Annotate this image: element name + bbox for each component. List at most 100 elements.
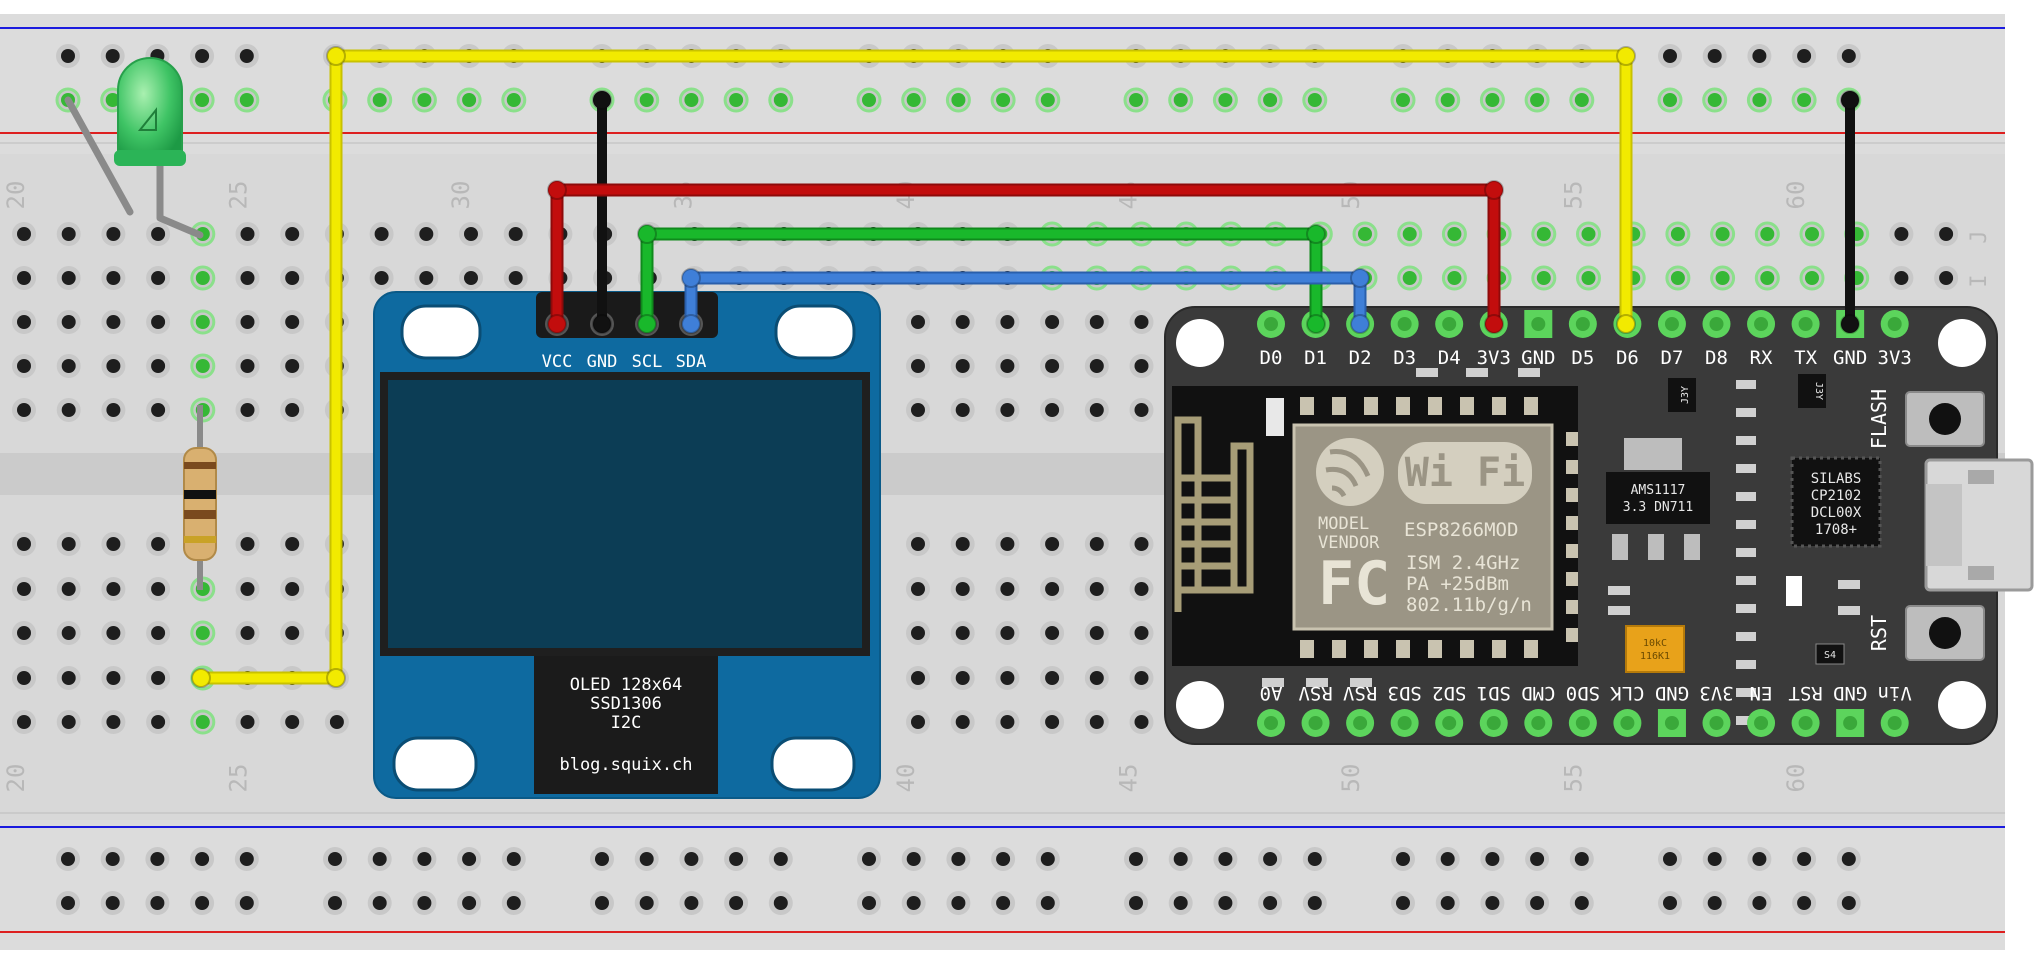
breadboard-hole[interactable] (1045, 403, 1060, 417)
breadboard-hole[interactable] (17, 671, 31, 685)
nodemcu-pin[interactable] (1308, 716, 1323, 730)
breadboard-hole[interactable] (1000, 315, 1015, 329)
nodemcu-pin[interactable] (1486, 716, 1501, 730)
wire-endpoint[interactable] (1840, 314, 1860, 334)
breadboard-hole[interactable] (955, 626, 970, 640)
breadboard-hole[interactable] (17, 715, 31, 729)
nodemcu-pin[interactable] (1531, 317, 1546, 331)
breadboard-hole[interactable] (1805, 227, 1819, 241)
breadboard-hole[interactable] (106, 315, 121, 329)
breadboard-hole[interactable] (1263, 852, 1278, 866)
breadboard-hole[interactable] (508, 271, 523, 285)
breadboard-hole[interactable] (1218, 896, 1233, 910)
wire-endpoint[interactable] (326, 46, 346, 66)
nodemcu-pin[interactable] (1798, 317, 1813, 331)
wire-endpoint[interactable] (1484, 314, 1504, 334)
breadboard-hole[interactable] (1045, 582, 1060, 596)
breadboard-hole[interactable] (1530, 896, 1545, 910)
breadboard-hole[interactable] (1045, 315, 1060, 329)
breadboard-hole[interactable] (240, 537, 255, 551)
nodemcu-pin[interactable] (1709, 716, 1724, 730)
breadboard-hole[interactable] (684, 896, 699, 910)
nodemcu-pin[interactable] (1620, 716, 1635, 730)
breadboard-hole[interactable] (906, 896, 921, 910)
wire-endpoint[interactable] (592, 90, 612, 110)
breadboard-hole[interactable] (151, 227, 166, 241)
breadboard-hole[interactable] (906, 93, 921, 107)
breadboard-hole[interactable] (1218, 93, 1233, 107)
breadboard-hole[interactable] (1939, 271, 1954, 285)
breadboard-hole[interactable] (195, 93, 210, 107)
breadboard-hole[interactable] (17, 537, 31, 551)
nodemcu-pin[interactable] (1575, 317, 1590, 331)
breadboard-hole[interactable] (639, 852, 654, 866)
breadboard-hole[interactable] (17, 271, 31, 285)
breadboard-hole[interactable] (17, 359, 31, 373)
breadboard-hole[interactable] (105, 896, 120, 910)
breadboard-hole[interactable] (1089, 671, 1104, 685)
breadboard-hole[interactable] (1670, 227, 1685, 241)
breadboard-hole[interactable] (106, 271, 121, 285)
breadboard-hole[interactable] (61, 896, 75, 910)
breadboard-hole[interactable] (1707, 93, 1722, 107)
breadboard-hole[interactable] (1574, 93, 1589, 107)
breadboard-hole[interactable] (61, 671, 76, 685)
breadboard-hole[interactable] (285, 582, 300, 596)
breadboard-hole[interactable] (1134, 626, 1149, 640)
breadboard-hole[interactable] (595, 852, 609, 866)
nodemcu-pin[interactable] (1709, 317, 1724, 331)
breadboard-hole[interactable] (1089, 626, 1104, 640)
breadboard-hole[interactable] (1129, 852, 1143, 866)
breadboard-hole[interactable] (285, 715, 300, 729)
breadboard-hole[interactable] (61, 49, 75, 63)
breadboard-hole[interactable] (1797, 93, 1812, 107)
breadboard-hole[interactable] (1485, 852, 1500, 866)
breadboard-hole[interactable] (417, 93, 432, 107)
wire-blue-sda[interactable] (686, 273, 1365, 324)
nodemcu-pin[interactable] (1664, 716, 1679, 730)
breadboard-hole[interactable] (1000, 626, 1015, 640)
breadboard-hole[interactable] (996, 896, 1011, 910)
breadboard-hole[interactable] (417, 896, 432, 910)
breadboard-hole[interactable] (1045, 626, 1060, 640)
breadboard-hole[interactable] (955, 582, 970, 596)
breadboard-hole[interactable] (1760, 227, 1775, 241)
breadboard-hole[interactable] (1263, 896, 1278, 910)
breadboard-hole[interactable] (106, 227, 121, 241)
breadboard-hole[interactable] (1000, 403, 1015, 417)
breadboard-hole[interactable] (1263, 93, 1278, 107)
breadboard-hole[interactable] (1089, 359, 1104, 373)
breadboard-hole[interactable] (1040, 896, 1055, 910)
breadboard-hole[interactable] (151, 403, 166, 417)
breadboard-hole[interactable] (1760, 271, 1775, 285)
breadboard-hole[interactable] (1402, 227, 1417, 241)
breadboard-hole[interactable] (1134, 671, 1149, 685)
breadboard-hole[interactable] (195, 315, 210, 329)
breadboard-hole[interactable] (1173, 896, 1188, 910)
breadboard-hole[interactable] (1574, 852, 1589, 866)
breadboard-hole[interactable] (955, 715, 970, 729)
wire-endpoint[interactable] (1616, 46, 1636, 66)
breadboard-hole[interactable] (1396, 93, 1410, 107)
breadboard-hole[interactable] (1797, 896, 1812, 910)
nodemcu-pin[interactable] (1397, 317, 1412, 331)
breadboard-hole[interactable] (911, 403, 925, 417)
breadboard-hole[interactable] (372, 896, 387, 910)
wire-endpoint[interactable] (637, 224, 657, 244)
breadboard-hole[interactable] (1173, 93, 1188, 107)
breadboard-hole[interactable] (106, 715, 121, 729)
breadboard-hole[interactable] (906, 852, 921, 866)
breadboard-hole[interactable] (1530, 852, 1545, 866)
led-green[interactable] (64, 57, 204, 239)
breadboard-hole[interactable] (328, 852, 342, 866)
wire-endpoint[interactable] (191, 668, 211, 688)
breadboard-hole[interactable] (1000, 359, 1015, 373)
breadboard-hole[interactable] (464, 227, 478, 241)
breadboard-hole[interactable] (1402, 271, 1417, 285)
breadboard-hole[interactable] (1707, 49, 1722, 63)
breadboard-hole[interactable] (195, 896, 210, 910)
breadboard-hole[interactable] (506, 896, 521, 910)
breadboard-hole[interactable] (911, 626, 925, 640)
breadboard-hole[interactable] (1707, 896, 1722, 910)
wire-endpoint[interactable] (1350, 314, 1370, 334)
